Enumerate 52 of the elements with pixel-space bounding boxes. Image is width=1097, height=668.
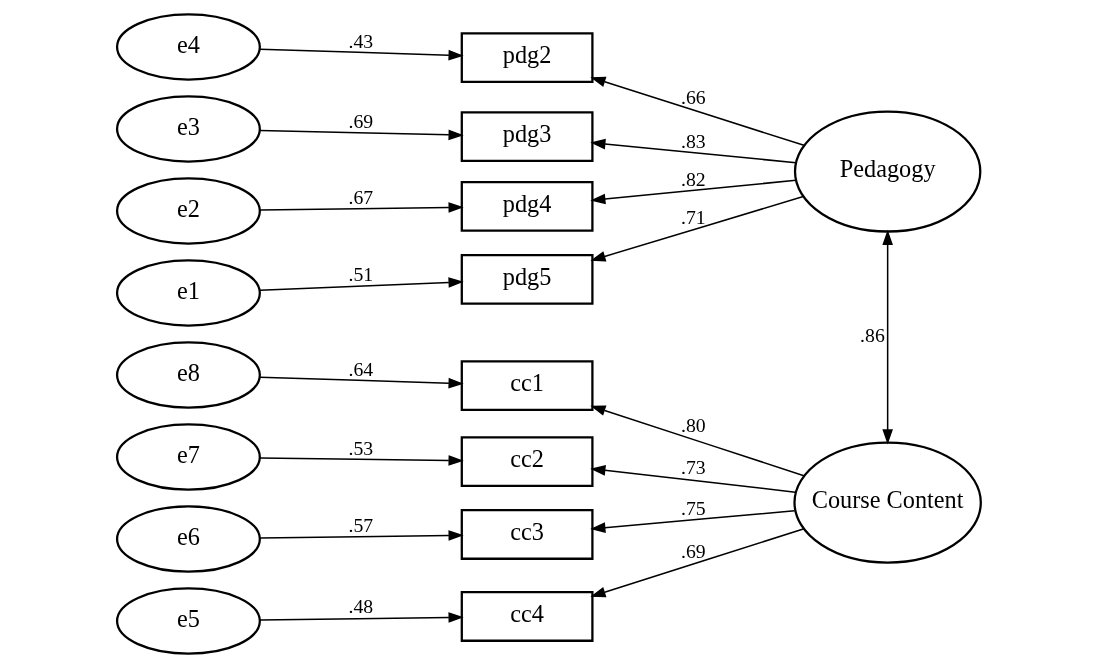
arrow <box>881 229 893 445</box>
edge-label: .64 <box>347 357 373 380</box>
arrow <box>589 510 795 533</box>
edge-label: .71 <box>680 205 706 228</box>
node-ellipse: e3 <box>115 95 261 163</box>
node-ellipse: e2 <box>115 177 261 245</box>
arrow <box>258 530 464 541</box>
edge-label: .51 <box>347 263 373 286</box>
node-box: pdg4 <box>460 181 594 232</box>
arrow <box>258 202 464 213</box>
arrow <box>589 528 804 598</box>
node-ellipse: Pedagogy <box>793 110 981 233</box>
node-ellipse: e6 <box>115 505 261 573</box>
node-ellipse: e4 <box>115 13 261 81</box>
node-box: pdg5 <box>460 253 594 305</box>
edge-label: .67 <box>347 186 373 209</box>
arrow <box>589 195 804 262</box>
node-box: pdg2 <box>460 32 594 84</box>
edge-label: .75 <box>680 497 706 520</box>
edge-label: .43 <box>347 29 373 52</box>
arrow <box>258 129 464 141</box>
edge-label: .80 <box>680 413 706 436</box>
edge-label: .83 <box>680 129 706 152</box>
arrow <box>589 76 805 147</box>
node-box: cc4 <box>460 591 594 642</box>
arrow <box>589 138 797 164</box>
arrow <box>258 455 464 466</box>
node-box: cc1 <box>460 360 594 412</box>
node-ellipse: e5 <box>115 587 261 655</box>
edge-label: .57 <box>347 514 373 537</box>
edge-label: .48 <box>347 594 373 617</box>
node-ellipse: e8 <box>115 341 261 409</box>
node-box: cc3 <box>460 509 594 560</box>
node-ellipse: e7 <box>115 423 261 491</box>
edge-label: .69 <box>347 110 373 133</box>
edge-label: .69 <box>680 539 706 562</box>
arrow <box>258 612 464 623</box>
arrow <box>258 376 464 389</box>
arrow <box>258 277 464 291</box>
node-box: cc2 <box>460 436 594 487</box>
arrow <box>589 179 797 205</box>
edge-label: .86 <box>859 324 885 347</box>
node-ellipse: e1 <box>115 259 261 327</box>
edge-label: .82 <box>680 167 706 190</box>
arrow <box>258 48 464 61</box>
edge-label: .73 <box>680 456 706 479</box>
arrow <box>589 465 796 493</box>
node-box: pdg3 <box>460 111 594 162</box>
node-ellipse: Course Content <box>792 441 982 564</box>
arrow <box>589 405 805 477</box>
edge-label: .53 <box>347 436 373 459</box>
edge-label: .66 <box>680 85 706 108</box>
